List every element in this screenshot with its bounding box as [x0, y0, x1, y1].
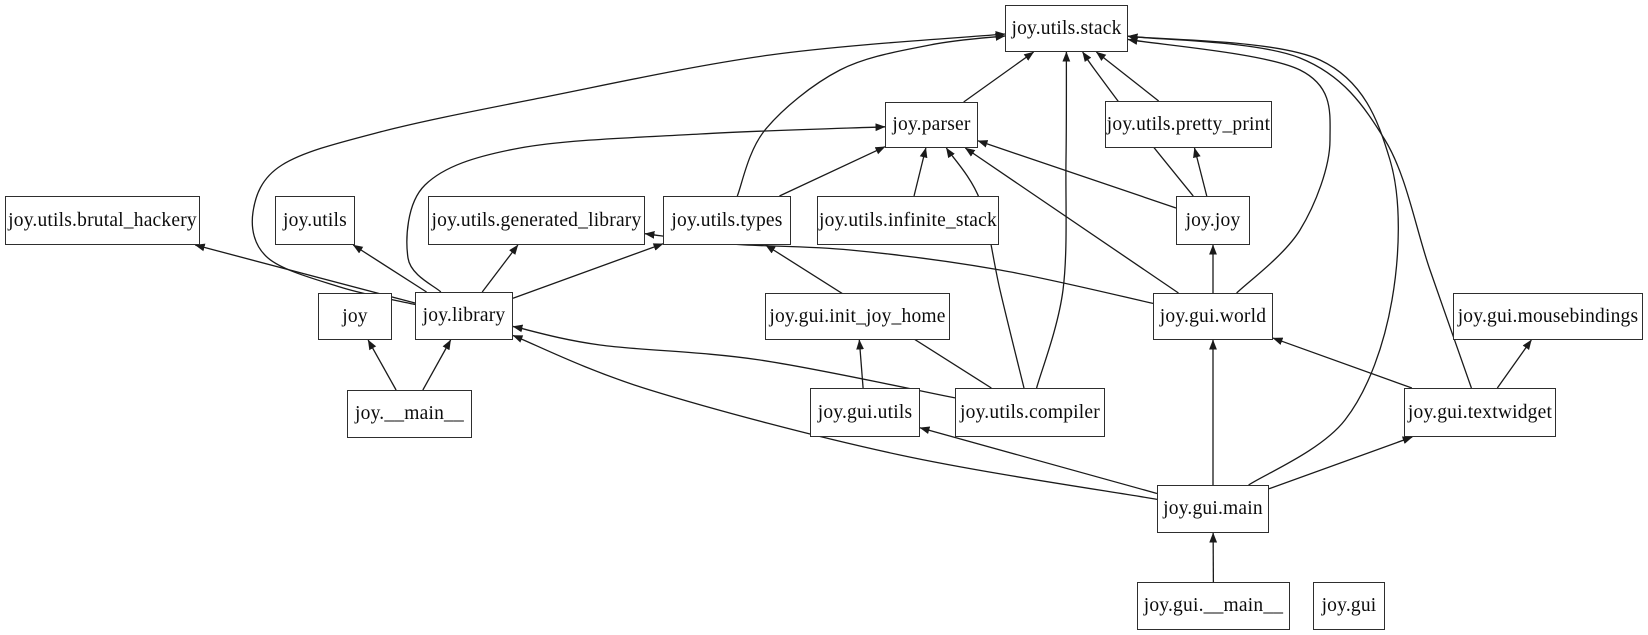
node-types: joy.utils.types — [663, 196, 791, 245]
node-pretty_print: joy.utils.pretty_print — [1105, 101, 1272, 148]
edge-compiler-to-parser — [945, 147, 1025, 389]
edge-world-to-parser — [964, 147, 1179, 294]
edge-library-to-generated_library — [481, 244, 519, 293]
edge-types-to-stack — [736, 33, 1006, 197]
edge-compiler-to-stack — [1035, 51, 1071, 389]
edge-library-to-types — [512, 243, 664, 299]
node-gui_utils: joy.gui.utils — [810, 388, 920, 437]
node-gui_main_main: joy.gui.__main__ — [1137, 582, 1290, 630]
edge-library-to-utils — [352, 244, 427, 293]
node-gui_main: joy.gui.main — [1157, 485, 1269, 533]
edge-joyjoy-to-parser — [977, 140, 1177, 209]
edge-textwidget-to-mousebindings — [1496, 339, 1532, 389]
node-joy: joy — [318, 293, 392, 340]
edge-textwidget-to-stack — [1127, 33, 1473, 389]
edge-parser-to-stack — [963, 51, 1035, 103]
node-gui: joy.gui — [1313, 582, 1385, 630]
edge-joy_main-to-joy — [367, 339, 397, 391]
node-world: joy.gui.world — [1153, 293, 1273, 340]
edge-gui_utils-to-init_joy_home — [856, 339, 864, 389]
node-mousebindings: joy.gui.mousebindings — [1453, 293, 1643, 340]
node-generated_library: joy.utils.generated_library — [428, 196, 645, 245]
node-textwidget: joy.gui.textwidget — [1404, 388, 1556, 437]
edge-world-to-stack — [1127, 37, 1331, 294]
edge-textwidget-to-world — [1272, 337, 1413, 389]
node-init_joy_home: joy.gui.init_joy_home — [765, 293, 950, 340]
node-joy_main: joy.__main__ — [347, 390, 472, 438]
node-utils: joy.utils — [275, 196, 355, 245]
edge-types-to-parser — [779, 146, 886, 197]
edge-library-to-parser — [406, 123, 886, 293]
edge-gui_main-to-library — [512, 334, 1158, 500]
edge-library-to-stack — [251, 30, 1006, 306]
node-brutal_hackery: joy.utils.brutal_hackery — [5, 196, 200, 245]
edge-pretty_print-to-stack — [1095, 51, 1160, 102]
node-compiler: joy.utils.compiler — [955, 388, 1105, 437]
edge-group — [194, 30, 1532, 583]
node-library: joy.library — [415, 292, 513, 340]
node-joyjoy: joy.joy — [1176, 196, 1250, 245]
edge-infinite_stack-to-parser — [913, 147, 928, 197]
node-parser: joy.parser — [885, 102, 978, 148]
edge-compiler-to-library — [512, 324, 956, 399]
edge-joy_main-to-library — [422, 339, 452, 391]
edge-gui_main-to-gui_utils — [919, 426, 1158, 495]
edge-gui_main-to-textwidget — [1268, 436, 1413, 490]
node-infinite_stack: joy.utils.infinite_stack — [817, 196, 999, 245]
edge-joyjoy-to-pretty_print — [1193, 147, 1208, 197]
edge-gui_main-to-stack — [1127, 33, 1399, 486]
node-stack: joy.utils.stack — [1005, 5, 1128, 52]
